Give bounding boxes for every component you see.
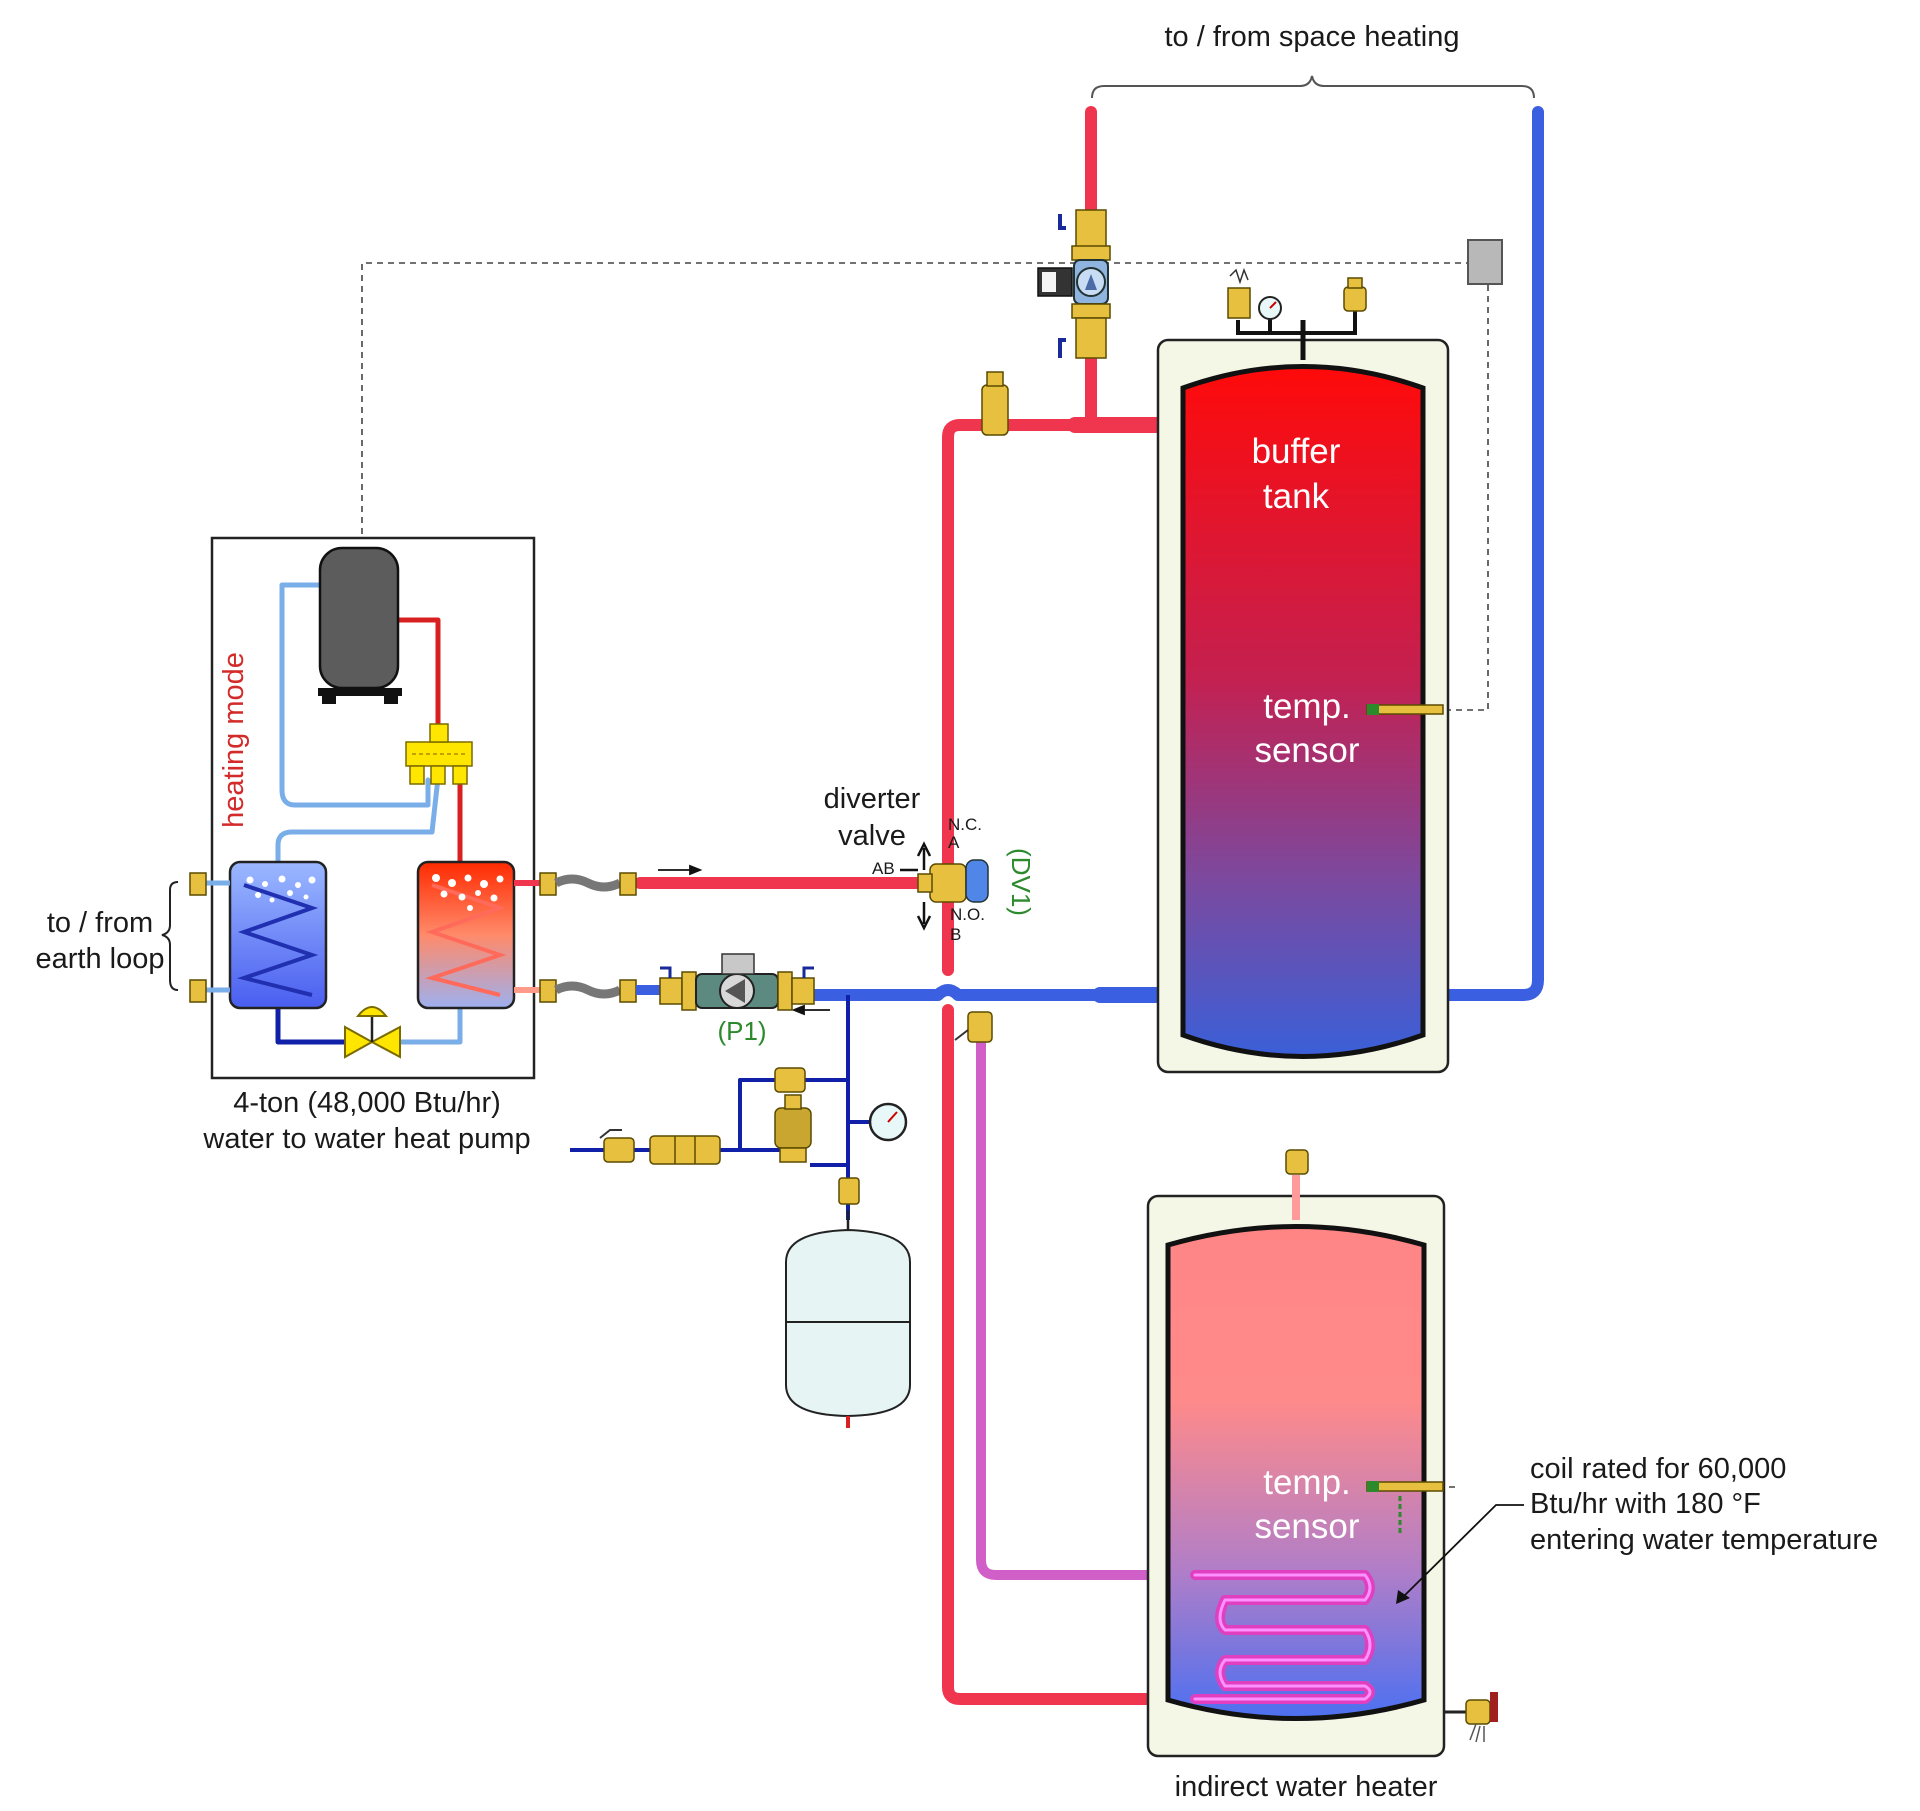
hot-supply-pipes xyxy=(634,106,1211,1705)
heating-mode-label: heating mode xyxy=(218,652,250,828)
earth-loop-label-1: to / from xyxy=(47,907,153,939)
dhw-temp-sensor-label-2: sensor xyxy=(1254,1507,1359,1546)
diverter-valve-label-1: diverter xyxy=(824,783,921,815)
buffer-temp-sensor-label-1: temp. xyxy=(1263,687,1351,726)
port-ab-label: AB xyxy=(872,859,895,878)
dhw-temp-sensor-label-1: temp. xyxy=(1263,1463,1351,1502)
buffer-tank xyxy=(1156,320,1450,1074)
purge-valve-icon xyxy=(954,1011,993,1043)
space-heating-circulator-icon xyxy=(1037,209,1111,359)
backflow-preventer-icon xyxy=(599,1129,721,1165)
coil-callout-arrow xyxy=(1396,1504,1524,1604)
heat-pump-label-2: water to water heat pump xyxy=(202,1123,530,1155)
controller-box xyxy=(1467,239,1503,285)
coil-rating-label-3: entering water temperature xyxy=(1530,1524,1878,1556)
air-separator-icon xyxy=(981,371,1009,436)
coil-rating-label-2: Btu/hr with 180 °F xyxy=(1530,1488,1761,1520)
diverter-valve-icon xyxy=(900,841,989,931)
heat-pump-load-connections xyxy=(514,872,660,1003)
space-heating-bracket xyxy=(1091,75,1535,99)
refrigerant-lines xyxy=(275,582,463,1045)
condenser-icon xyxy=(416,860,516,1010)
earth-loop-connections xyxy=(161,872,230,1003)
pressure-gauge-icon xyxy=(1258,296,1282,320)
buffer-tank-label-1: buffer xyxy=(1252,432,1341,471)
earth-loop-label-2: earth loop xyxy=(36,943,165,975)
p1-label: (P1) xyxy=(717,1016,766,1046)
port-nc-label: N.C. xyxy=(948,815,982,834)
port-b-label: B xyxy=(950,925,961,944)
space-heating-label: to / from space heating xyxy=(1165,21,1460,53)
reversing-valve-icon xyxy=(405,723,473,785)
coil-rating-label-1: coil rated for 60,000 xyxy=(1530,1453,1786,1485)
buffer-temp-sensor-label-2: sensor xyxy=(1254,731,1359,770)
makeup-gauge-icon xyxy=(868,1102,908,1142)
diverter-valve-label-2: valve xyxy=(838,820,906,852)
heat-pump-label-1: 4-ton (48,000 Btu/hr) xyxy=(233,1087,501,1119)
buffer-temp-sensor-icon xyxy=(1366,704,1444,715)
dhw-temp-sensor-icon xyxy=(1366,1481,1444,1535)
port-no-label: N.O. xyxy=(950,905,985,924)
pressure-reducing-valve-icon xyxy=(774,1067,812,1163)
buffer-tank-label-2: tank xyxy=(1263,477,1330,516)
expansion-valve-icon xyxy=(344,1006,401,1059)
dv1-label: (DV1) xyxy=(1006,848,1036,916)
compressor-icon xyxy=(318,546,402,704)
flow-arrows xyxy=(658,864,830,1016)
drain-valve-icon xyxy=(1444,1692,1498,1743)
port-a-label: A xyxy=(948,833,960,852)
evaporator-icon xyxy=(228,860,328,1010)
air-vent-icon xyxy=(1343,277,1367,312)
indirect-water-heater-label: indirect water heater xyxy=(1175,1771,1438,1803)
circulator-p1-icon xyxy=(659,953,815,1011)
expansion-tank-icon xyxy=(785,1177,911,1428)
dhw-coil-piping xyxy=(976,1025,1200,1580)
buffer-top-fittings xyxy=(1227,267,1357,335)
dhw-coil-icon xyxy=(1190,1570,1375,1704)
indirect-water-heater xyxy=(1146,1149,1446,1758)
